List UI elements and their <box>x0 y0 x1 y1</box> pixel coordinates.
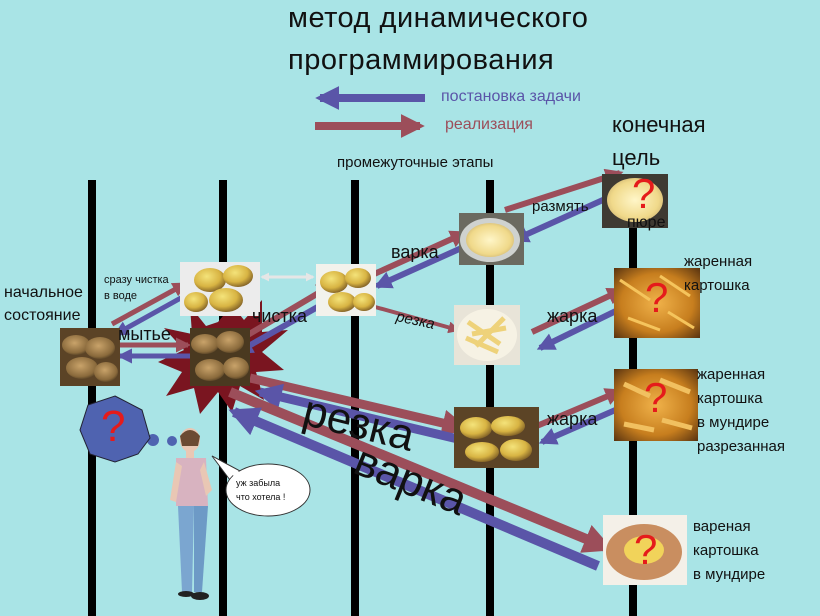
legend-impl-label: реализация <box>445 116 533 133</box>
arrow-mash-red <box>504 168 624 213</box>
question-mark-fried: ? <box>645 274 669 321</box>
label-boil-small: варка <box>391 242 439 262</box>
arrow-cut-small-red <box>367 303 461 334</box>
header-goal-line-2: цель <box>612 145 661 170</box>
label-wash: мытье <box>118 324 171 344</box>
pic-raw-potatoes <box>60 328 120 386</box>
arrow-mash-blue <box>510 192 616 243</box>
label-direct-line-2: в воде <box>104 290 138 302</box>
bubble-text-1: уж забыла <box>236 478 281 488</box>
arrow-cut-big-blue <box>254 383 464 445</box>
pic-fries <box>614 268 700 338</box>
result-jacket-1: жаренная <box>697 366 766 383</box>
arrow-boil-small-blue <box>373 243 468 289</box>
pic-jacket-wedges <box>614 369 698 441</box>
title-line-2: программирования <box>288 44 555 76</box>
arrow-boil-small-red <box>370 230 469 278</box>
arrow-direct-blue <box>113 291 190 337</box>
arrow-fry2-red <box>530 388 624 431</box>
label-mash: размять <box>532 198 589 215</box>
arrow-fry2-blue <box>538 405 622 445</box>
question-mark-jacket: ? <box>644 374 668 421</box>
label-fry-2: жарка <box>547 409 598 429</box>
pic-sliced-sticks <box>454 305 520 365</box>
result-jacket-3: в мундире <box>697 414 770 431</box>
result-jacket-2: картошка <box>697 390 763 407</box>
question-mark-boiled: ? <box>634 526 658 573</box>
label-clean: чистка <box>252 306 307 326</box>
pic-washed-potatoes <box>190 328 250 386</box>
result-boiled-3: в мундире <box>693 566 766 583</box>
arrow-fry1-blue <box>536 305 624 351</box>
pic-puree <box>602 174 668 228</box>
result-boiled-1: вареная <box>693 518 751 535</box>
header-goal-line-1: конечная <box>612 112 706 137</box>
arrow-boil-big-blue <box>228 407 600 571</box>
arrow-boil-big-red <box>228 387 614 553</box>
pic-boiled-peeled <box>459 213 524 265</box>
arrow-cut-big-red <box>248 373 470 437</box>
pic-peeled-potatoes <box>316 264 376 316</box>
header-intermediate: промежуточные этапы <box>337 154 494 171</box>
question-mark-thought: ? <box>101 402 126 451</box>
start-label-2: состояние <box>4 307 81 324</box>
label-direct-line-1: сразу чистка <box>104 274 169 286</box>
speech-bubble <box>211 455 311 517</box>
title-line-1: метод динамического <box>288 2 589 34</box>
arrow-clean-blue <box>234 297 332 355</box>
pic-peeled-in-water <box>180 262 260 316</box>
legend-problem-label: постановка задачи <box>441 88 581 105</box>
arrows <box>110 168 626 571</box>
woman-figure <box>170 428 212 600</box>
label-fry-1: жарка <box>547 306 598 326</box>
start-label-1: начальное <box>4 284 83 301</box>
thought-bubble <box>79 395 190 463</box>
arrow-fry1-red <box>530 287 626 335</box>
bubble-text-2: что хотела ! <box>236 492 286 502</box>
pic-boiled-jacket <box>603 515 687 585</box>
result-boiled-2: картошка <box>693 542 759 559</box>
pic-sliced-wedges <box>454 407 539 468</box>
result-fried-1: жаренная <box>684 253 753 270</box>
result-jacket-4: разрезанная <box>697 438 786 455</box>
result-puree: пюре <box>627 214 666 231</box>
arrow-direct-red <box>110 281 188 327</box>
question-mark-puree: ? <box>632 170 656 217</box>
result-fried-2: картошка <box>684 277 750 294</box>
